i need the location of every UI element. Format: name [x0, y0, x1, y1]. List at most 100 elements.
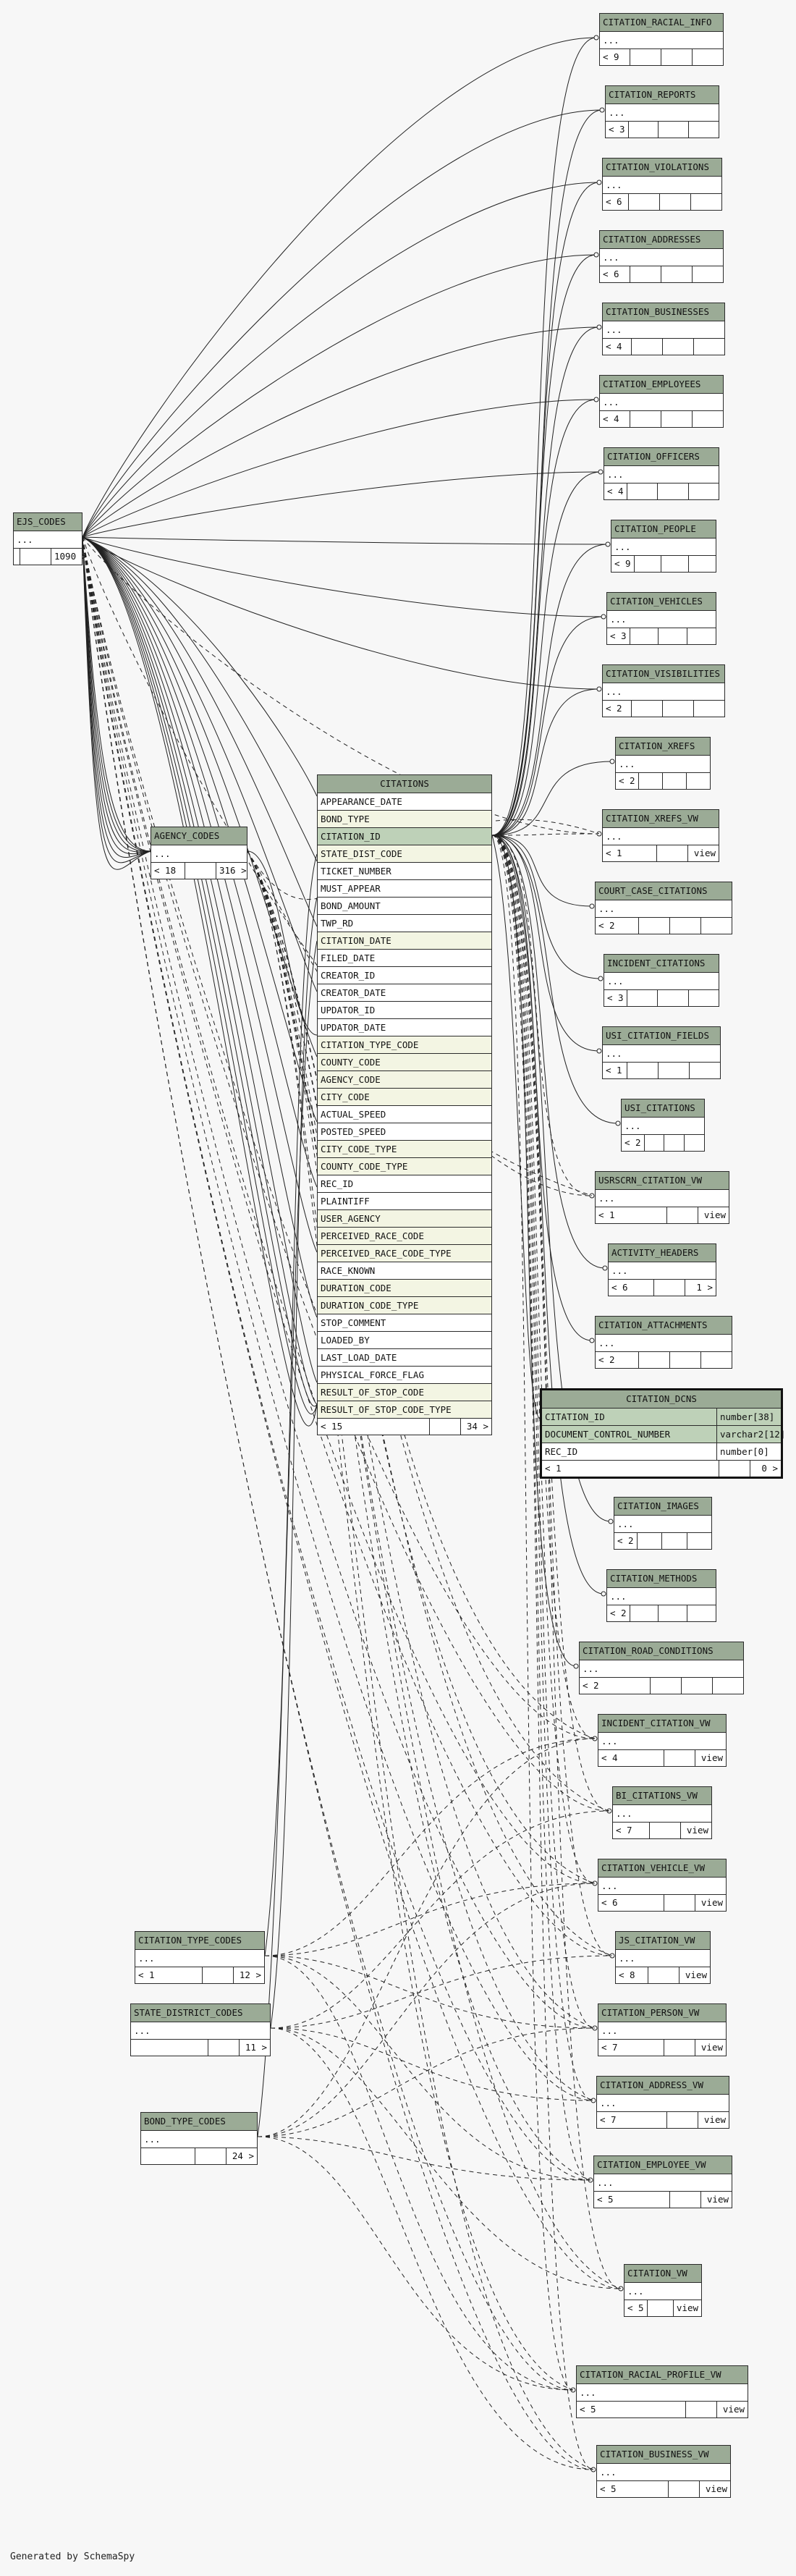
column-row[interactable]: ...	[141, 2131, 257, 2148]
column-row[interactable]: ...	[131, 2022, 270, 2040]
column-duration-code[interactable]: DURATION_CODE	[318, 1280, 491, 1297]
table-header[interactable]: EJS_CODES	[14, 513, 82, 531]
table-header[interactable]: CITATION_ATTACHMENTS	[596, 1317, 732, 1335]
column-twp-rd[interactable]: TWP_RD	[318, 915, 491, 932]
column-user-agency[interactable]: USER_AGENCY	[318, 1210, 491, 1228]
column-filed-date[interactable]: FILED_DATE	[318, 950, 491, 967]
table-header[interactable]: USI_CITATION_FIELDS	[603, 1027, 720, 1045]
table-header[interactable]: CITATION_RACIAL_PROFILE_VW	[577, 2366, 748, 2384]
column-race-known[interactable]: RACE_KNOWN	[318, 1262, 491, 1280]
column-row[interactable]: ...	[594, 2174, 732, 2192]
column-row[interactable]: ...	[603, 321, 724, 339]
column-row[interactable]: ...	[603, 1045, 720, 1063]
table-header[interactable]: CITATION_VEHICLES	[607, 593, 716, 611]
table-header[interactable]: CITATION_EMPLOYEE_VW	[594, 2156, 732, 2174]
column-county-code-type[interactable]: COUNTY_CODE_TYPE	[318, 1158, 491, 1175]
table-citation-officers[interactable]: CITATION_OFFICERS...< 4	[604, 447, 719, 500]
column-creator-date[interactable]: CREATOR_DATE	[318, 984, 491, 1002]
column-row[interactable]: ...	[597, 2464, 730, 2481]
table-citation-employees[interactable]: CITATION_EMPLOYEES...< 4	[599, 375, 724, 428]
table-citation-vehicles[interactable]: CITATION_VEHICLES...< 3	[606, 592, 716, 645]
table-header[interactable]: CITATIONS	[318, 775, 491, 793]
table-header[interactable]: CITATION_DCNS	[542, 1390, 781, 1409]
column-row[interactable]: ...	[607, 611, 716, 628]
column-creator-id[interactable]: CREATOR_ID	[318, 967, 491, 984]
table-header[interactable]: STATE_DISTRICT_CODES	[131, 2004, 270, 2022]
column-updator-date[interactable]: UPDATOR_DATE	[318, 1019, 491, 1036]
table-header[interactable]: CITATION_RACIAL_INFO	[600, 14, 723, 32]
table-header[interactable]: CITATION_XREFS_VW	[603, 810, 719, 828]
table-header[interactable]: JS_CITATION_VW	[616, 1932, 710, 1950]
column-row[interactable]: ...	[600, 32, 723, 49]
column-updator-id[interactable]: UPDATOR_ID	[318, 1002, 491, 1019]
table-citation-addresses[interactable]: CITATION_ADDRESSES...< 6	[599, 230, 724, 283]
table-header[interactable]: COURT_CASE_CITATIONS	[596, 882, 732, 900]
column-result-of-stop-code-type[interactable]: RESULT_OF_STOP_CODE_TYPE	[318, 1401, 491, 1419]
table-citation-road-conditions[interactable]: CITATION_ROAD_CONDITIONS...< 2	[579, 1642, 744, 1694]
column-row[interactable]: ...	[616, 756, 710, 773]
column-row[interactable]: ...	[596, 1335, 732, 1352]
table-header[interactable]: CITATION_METHODS	[607, 1570, 716, 1588]
table-ejs-codes[interactable]: EJS_CODES...1090 >	[13, 512, 87, 565]
column-row[interactable]: ...	[614, 1516, 711, 1533]
table-header[interactable]: CITATION_OFFICERS	[604, 448, 719, 466]
column-stop-comment[interactable]: STOP_COMMENT	[318, 1314, 491, 1332]
table-header[interactable]: CITATION_PEOPLE	[611, 520, 716, 539]
column-city-code[interactable]: CITY_CODE	[318, 1089, 491, 1106]
table-header[interactable]: CITATION_BUSINESSES	[603, 303, 724, 321]
table-header[interactable]: CITATION_ROAD_CONDITIONS	[580, 1642, 743, 1660]
column-row[interactable]: ...	[598, 1733, 726, 1750]
column-duration-code-type[interactable]: DURATION_CODE_TYPE	[318, 1297, 491, 1314]
table-citation-businesses[interactable]: CITATION_BUSINESSES...< 4	[602, 303, 725, 355]
column-physical-force-flag[interactable]: PHYSICAL_FORCE_FLAG	[318, 1367, 491, 1384]
column-row[interactable]: ...	[596, 1190, 729, 1207]
column-row[interactable]: ...	[603, 683, 724, 701]
table-citation-attachments[interactable]: CITATION_ATTACHMENTS...< 2	[595, 1316, 732, 1369]
table-header[interactable]: CITATION_EMPLOYEES	[600, 376, 723, 394]
column-row[interactable]: ...	[598, 1878, 726, 1895]
table-header[interactable]: INCIDENT_CITATIONS	[604, 955, 719, 973]
column-plaintiff[interactable]: PLAINTIFF	[318, 1193, 491, 1210]
column-citation-type-code[interactable]: CITATION_TYPE_CODE	[318, 1036, 491, 1054]
column-row[interactable]: ...	[597, 2095, 729, 2112]
table-usi-citations[interactable]: USI_CITATIONS...< 2	[621, 1099, 705, 1152]
table-state-district-codes[interactable]: STATE_DISTRICT_CODES...11 >	[130, 2003, 271, 2056]
column-citation-id[interactable]: CITATION_ID	[318, 828, 491, 845]
column-row[interactable]: ...	[624, 2283, 701, 2300]
column-last-load-date[interactable]: LAST_LOAD_DATE	[318, 1349, 491, 1367]
table-header[interactable]: BOND_TYPE_CODES	[141, 2113, 257, 2131]
column-loaded-by[interactable]: LOADED_BY	[318, 1332, 491, 1349]
column-citation-date[interactable]: CITATION_DATE	[318, 932, 491, 950]
column-row[interactable]: ...	[604, 466, 719, 483]
column-city-code-type[interactable]: CITY_CODE_TYPE	[318, 1141, 491, 1158]
column-row[interactable]: ...	[600, 249, 723, 266]
column-row[interactable]: ...	[609, 1262, 716, 1280]
table-header[interactable]: BI_CITATIONS_VW	[613, 1787, 711, 1805]
column-row[interactable]: ...	[616, 1950, 710, 1967]
column-row[interactable]: ...	[622, 1118, 704, 1135]
table-incident-citations[interactable]: INCIDENT_CITATIONS...< 3	[604, 954, 719, 1007]
table-citation-images[interactable]: CITATION_IMAGES...< 2	[614, 1497, 712, 1550]
table-header[interactable]: CITATION_PERSON_VW	[598, 2004, 726, 2022]
table-usi-citation-fields[interactable]: USI_CITATION_FIELDS...< 1	[602, 1026, 721, 1079]
table-citation-violations[interactable]: CITATION_VIOLATIONS...< 6	[602, 158, 722, 211]
column-row[interactable]: ...	[135, 1950, 264, 1967]
table-bond-type-codes[interactable]: BOND_TYPE_CODES...24 >	[140, 2112, 258, 2165]
column-row[interactable]: ...	[151, 845, 247, 863]
column-result-of-stop-code[interactable]: RESULT_OF_STOP_CODE	[318, 1384, 491, 1401]
column-appearance-date[interactable]: APPEARANCE_DATE	[318, 793, 491, 811]
column-row[interactable]: ...	[600, 394, 723, 411]
